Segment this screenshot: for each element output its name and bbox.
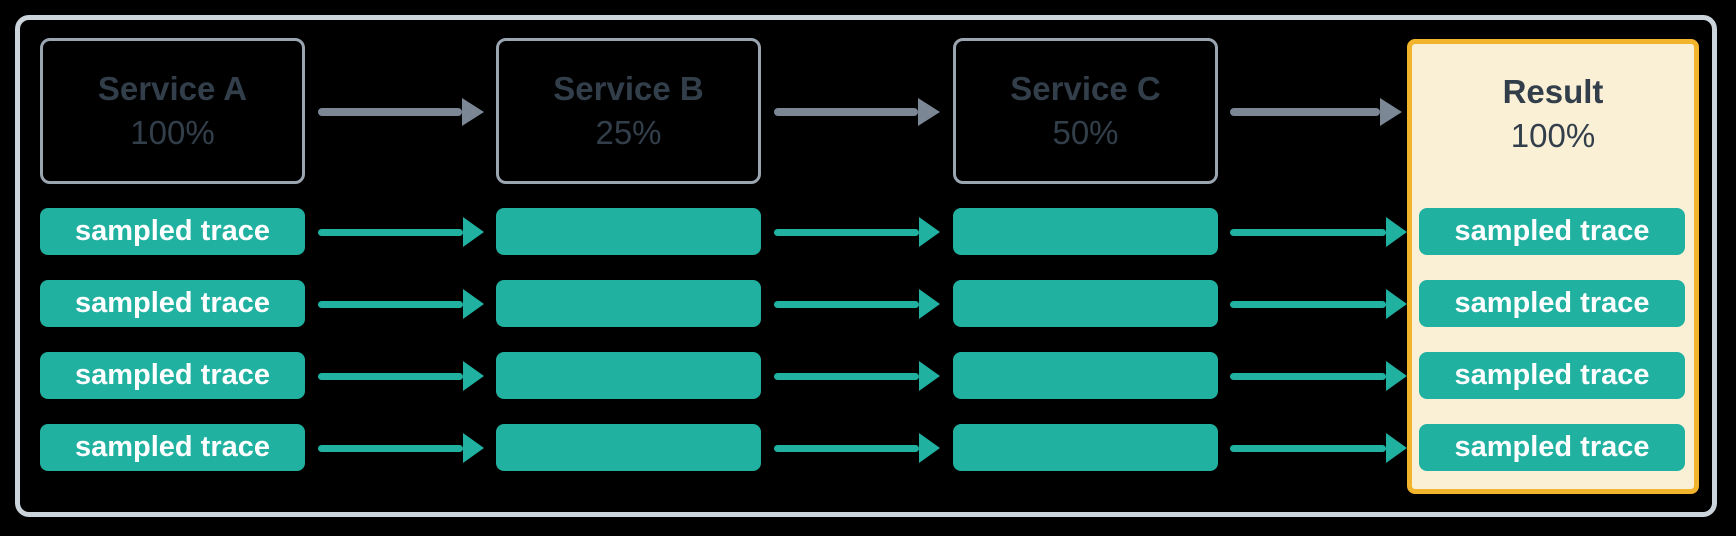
trace-bar	[496, 280, 761, 327]
service-b-box: Service B 25%	[496, 38, 761, 184]
arrow-icon	[1230, 289, 1407, 319]
sampled-trace-bar: sampled trace	[1419, 424, 1685, 471]
arrow-icon	[774, 217, 940, 247]
sampling-rate: 50%	[1052, 114, 1119, 151]
arrow-icon	[1230, 433, 1407, 463]
sampling-rate: 25%	[595, 114, 662, 151]
diagram-frame	[15, 15, 1717, 517]
sampled-trace-bar: sampled trace	[1419, 208, 1685, 255]
trace-bar	[496, 208, 761, 255]
sampled-trace-bar: sampled trace	[40, 352, 305, 399]
sampled-trace-bar: sampled trace	[40, 424, 305, 471]
result-rate: 100%	[1510, 117, 1596, 154]
trace-bar	[953, 208, 1218, 255]
arrow-icon	[1230, 217, 1407, 247]
arrow-icon	[1230, 361, 1407, 391]
arrow-icon	[774, 289, 940, 319]
result-heading: Result 100%	[1412, 44, 1694, 184]
result-name: Result	[1502, 73, 1604, 110]
trace-bar	[496, 424, 761, 471]
sampling-rate: 100%	[130, 114, 215, 151]
sampled-trace-bar: sampled trace	[1419, 280, 1685, 327]
service-name: Service C	[1010, 70, 1161, 107]
arrow-icon	[318, 217, 484, 247]
arrow-icon	[318, 361, 484, 391]
trace-bar	[953, 424, 1218, 471]
service-a-box: Service A 100%	[40, 38, 305, 184]
arrow-icon	[774, 361, 940, 391]
arrow-icon	[318, 97, 484, 127]
arrow-icon	[318, 433, 484, 463]
arrow-icon	[1230, 97, 1402, 127]
arrow-icon	[318, 289, 484, 319]
trace-bar	[496, 352, 761, 399]
result-box: Result 100% sampled trace sampled trace …	[1407, 39, 1699, 494]
sampled-trace-bar: sampled trace	[1419, 352, 1685, 399]
service-name: Service A	[97, 70, 248, 107]
sampled-trace-bar: sampled trace	[40, 208, 305, 255]
arrow-icon	[774, 433, 940, 463]
sampled-trace-bar: sampled trace	[40, 280, 305, 327]
arrow-icon	[774, 97, 940, 127]
trace-bar	[953, 352, 1218, 399]
service-name: Service B	[553, 70, 704, 107]
service-c-box: Service C 50%	[953, 38, 1218, 184]
trace-bar	[953, 280, 1218, 327]
